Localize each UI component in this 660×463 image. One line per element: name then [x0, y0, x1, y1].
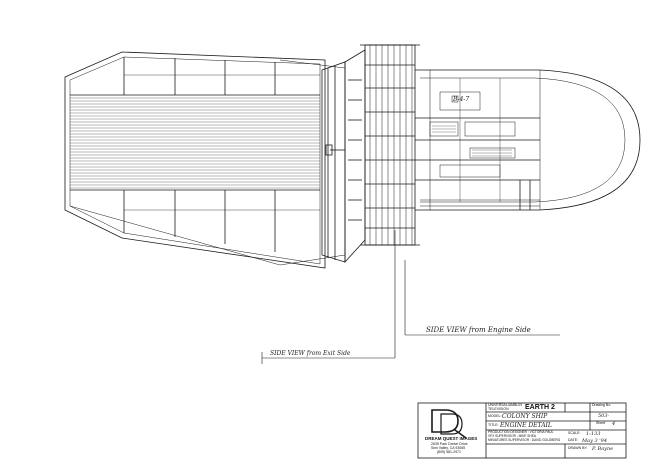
model-label: MODEL:: [488, 414, 502, 418]
engine-collar: [321, 49, 366, 264]
drawing-title: ENGINE DETAIL: [500, 422, 552, 429]
show-title: EARTH 2: [525, 404, 555, 411]
studio-line-1: UNIVERSAL/AMBLIN: [488, 403, 522, 407]
internal-tag: B-4-7: [453, 96, 470, 103]
sheet-label: Sheet: [596, 421, 606, 425]
drawing-no-label: Drawing No.: [592, 403, 612, 407]
exit-side-view-label: SIDE VIEW from Exit Side: [270, 350, 351, 357]
date-value: May 3 '94: [582, 438, 608, 444]
scale-label: SCALE:: [568, 431, 581, 435]
credit-production-designer: PRODUCTION DESIGNER : VICTORIA PAUL: [488, 430, 554, 434]
studio-line-2: TELEVISION: [488, 407, 509, 411]
hull-hatching: [70, 97, 320, 189]
credit-miniatures-supervisor: MINIATURES SUPERVISOR : DAVID GOLDBERG: [488, 438, 561, 442]
company-phone: (805) 581-2971: [437, 450, 461, 454]
company-name: DREAM QUEST IMAGES: [425, 436, 478, 441]
credit-vfx-supervisor: VFX SUPERVISOR : MIKE SHEA: [488, 434, 536, 438]
hull-section: [64, 51, 346, 269]
scale-value: 1:133: [586, 431, 601, 437]
aft-pod: [415, 69, 641, 211]
model-name: COLONY SHIP: [502, 413, 548, 420]
drawn-by-value: P. Bayne: [592, 446, 614, 452]
engine-drum: [360, 44, 420, 246]
drawn-by-label: DRAWN BY:: [568, 446, 588, 450]
date-label: DATE:: [568, 438, 579, 442]
title-block-frame: [417, 402, 627, 459]
company-address-1: 2635 Park Center Drive: [431, 442, 468, 446]
company-address-2: Simi Valley, CA 93065: [431, 446, 466, 450]
drawing-no: 503-: [598, 413, 610, 419]
dimension-lines: [261, 230, 560, 364]
title-label: TITLE:: [488, 423, 499, 427]
sheet-number: 4: [612, 421, 616, 427]
dq-logo-mark: [431, 409, 467, 439]
engine-side-view-label: SIDE VIEW from Engine Side: [426, 326, 531, 334]
